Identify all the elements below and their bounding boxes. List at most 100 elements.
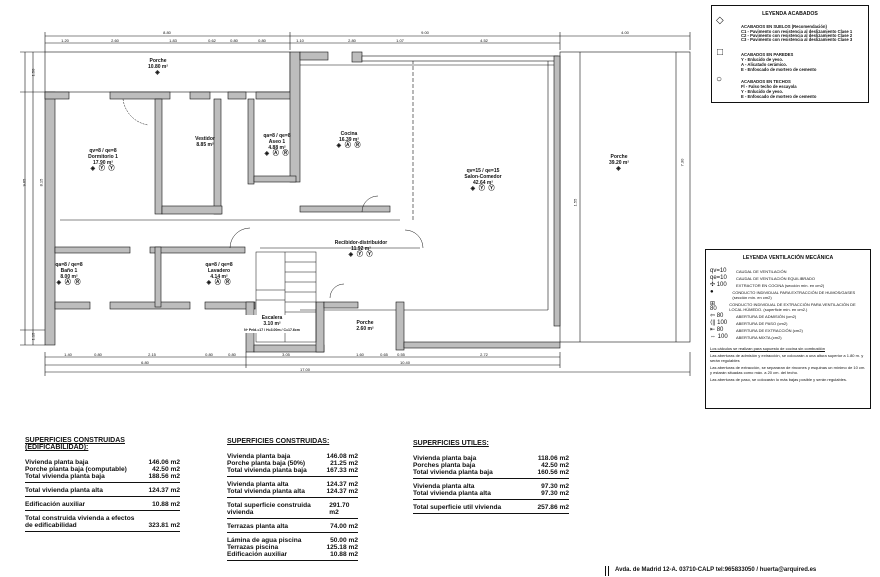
dim-bottom: 1.60 (356, 352, 364, 357)
room-area: 10.80 m² (147, 64, 169, 70)
dim-bottom: 3.05 (282, 352, 290, 357)
section-item: C2 - Pavimento con resistencia al desliz… (741, 33, 853, 38)
vent-legend-text: ABERTURA DE ADMISIÓN (cm2) (736, 314, 797, 319)
vent-legend-text: CAUDAL DE VENTILACIÓN (736, 269, 787, 274)
dim-top: 1.83 (169, 38, 177, 43)
dim-bottom: 0.65 (380, 352, 388, 357)
dim-top: 2.80 (348, 38, 356, 43)
vent-symbol-icon: qe=10 (710, 275, 727, 281)
dim-bottom: 0.80 (94, 352, 102, 357)
row-label: Total vivienda planta baja (25, 473, 105, 480)
dim-top-porch: 4.00 (621, 30, 629, 35)
vent-legend-text: ABERTURA MIXTA (cm2) (736, 335, 782, 340)
row-label: Lámina de agua piscina (227, 537, 302, 544)
dim-bottom: 0.80 (228, 352, 236, 357)
room-cocina: Cocina 16.39 m² ◈ Ⓐ Ⓡ (337, 131, 362, 149)
room-flow: qv=8 / qe=8 (89, 148, 117, 154)
table-superficies-construidas: SUPERFICIES CONSTRUIDAS: Vivienda planta … (227, 438, 358, 565)
dim-top: 1.20 (61, 38, 69, 43)
room-flow: qa=8 / qe=8 (205, 262, 233, 268)
row-label: Total superficie util vivienda (413, 504, 502, 511)
table-title: SUPERFICIES UTILES: (413, 440, 489, 447)
section-item: Y - Enlucido de yeso. (741, 57, 784, 62)
room-name: Escalera (261, 315, 283, 321)
row-value: 291.70 m2 (329, 502, 350, 516)
room-area: 8.85 m² (196, 142, 214, 148)
row-label: Total vivienda planta baja (413, 469, 493, 476)
dim-top: 2.60 (111, 38, 119, 43)
row-label: Vivienda planta baja (25, 459, 89, 466)
finish-symbols: ◈ Ⓨ Ⓨ (470, 186, 496, 192)
room-area: 2.60 m² (356, 326, 374, 332)
room-bano-1: qa=8 / qe=8 Baño 1 8.00 m² ◈ Ⓐ Ⓡ (55, 262, 82, 286)
room-area: 17.90 m² (92, 160, 114, 166)
square-icon: □ (717, 47, 724, 58)
vent-legend-text: CONDUCTO INDIVIDUAL DE EXTRACCIÓN PARA V… (729, 302, 856, 312)
room-name: Recibidor-distribuidor (334, 240, 388, 246)
row-value: 50.00 m2 (330, 537, 358, 544)
room-name: Dormitorio 1 (88, 154, 118, 160)
room-area: 11.92 m² (351, 246, 371, 252)
row-label: Vivienda planta baja (413, 455, 477, 462)
row-label: Vivienda planta alta (227, 481, 289, 488)
section-item: Y - Enlucido de yeso. (741, 89, 784, 94)
vent-legend-item: ⇔ 100 ABERTURA MIXTA (cm2) (710, 334, 866, 340)
row-value: 10.88 m2 (152, 501, 180, 508)
table-group: Total construida vivienda a efectos de e… (25, 515, 180, 532)
row-label: Total vivienda planta alta (25, 487, 103, 494)
dim-bottom: 2.15 (148, 352, 156, 357)
section-item: E - Enfoscado de mortero de cemento (741, 67, 817, 72)
room-name: Lavadero (207, 268, 231, 274)
dim-top: 0.80 (258, 38, 266, 43)
circle-icon: ○ (716, 74, 723, 85)
room-area: 42.64 m² (472, 180, 494, 186)
dim-left: 9.65 (21, 178, 27, 187)
table-title: SUPERFICIES CONSTRUIDAS: (227, 438, 330, 445)
row-label: Total vivienda planta baja (227, 467, 307, 474)
table-superficies-edificabilidad: SUPERFICIES CONSTRUIDAS (EDIFICABILIDAD)… (25, 437, 180, 536)
vent-symbol-icon: ⊞ 80 (710, 301, 717, 312)
room-flow: qa=8 / qe=8 (263, 133, 291, 139)
dim-bottom: 0.55 (397, 352, 405, 357)
room-recibidor: Recibidor-distribuidor 11.92 m² ◈ Ⓨ Ⓨ (335, 240, 388, 258)
row-label: Total superficie construida vivienda (227, 502, 311, 516)
dim-right: 7.30 (679, 158, 685, 167)
row-value: 323.81 m2 (148, 522, 180, 529)
room-flow: qv=15 / qe=15 (466, 168, 500, 174)
table-row: Total superficie construida vivienda 291.… (227, 502, 358, 516)
room-name: Porche (356, 320, 374, 326)
row-value: 146.08 m2 (326, 453, 358, 460)
room-name: Salon-Comedor (464, 174, 502, 180)
vent-symbol-icon: ⇦ 80 (710, 313, 724, 319)
room-vestidor: Vestidor 8.85 m² (195, 136, 215, 148)
table-row: Lámina de agua piscina 50.00 m2 (227, 537, 358, 544)
vent-symbol-icon: ⇔ 100 (710, 334, 728, 340)
row-label: Edificación auxiliar (25, 501, 86, 508)
dim-top-total-2: 9.00 (421, 30, 429, 35)
dim-top: 1.07 (396, 38, 404, 43)
dim-top: 1.10 (296, 38, 304, 43)
room-area: 16.39 m² (338, 137, 360, 143)
note: Las aberturas de paso, se colocarán lo m… (710, 377, 847, 382)
dim-bottom: 2.72 (480, 352, 488, 357)
section-title: ACABADOS EN PAREDES (741, 52, 794, 57)
section-title: ACABADOS EN SUELOS (Recomendación) (741, 24, 827, 29)
legend-section-paredes: ACABADOS EN PAREDES Y - Enlucido de yeso… (741, 52, 816, 72)
room-flow: qa=8 / qe=8 (55, 262, 83, 268)
room-area: 8.00 m² (60, 274, 78, 280)
vent-legend-text: CAUDAL DE VENTILACIÓN EQUILIBRADO (736, 276, 815, 281)
row-value: 42.50 m2 (541, 462, 569, 469)
dim-left: 1.50 (30, 68, 36, 77)
section-item: E - Enfoscado de mortero de cemento (741, 94, 817, 99)
